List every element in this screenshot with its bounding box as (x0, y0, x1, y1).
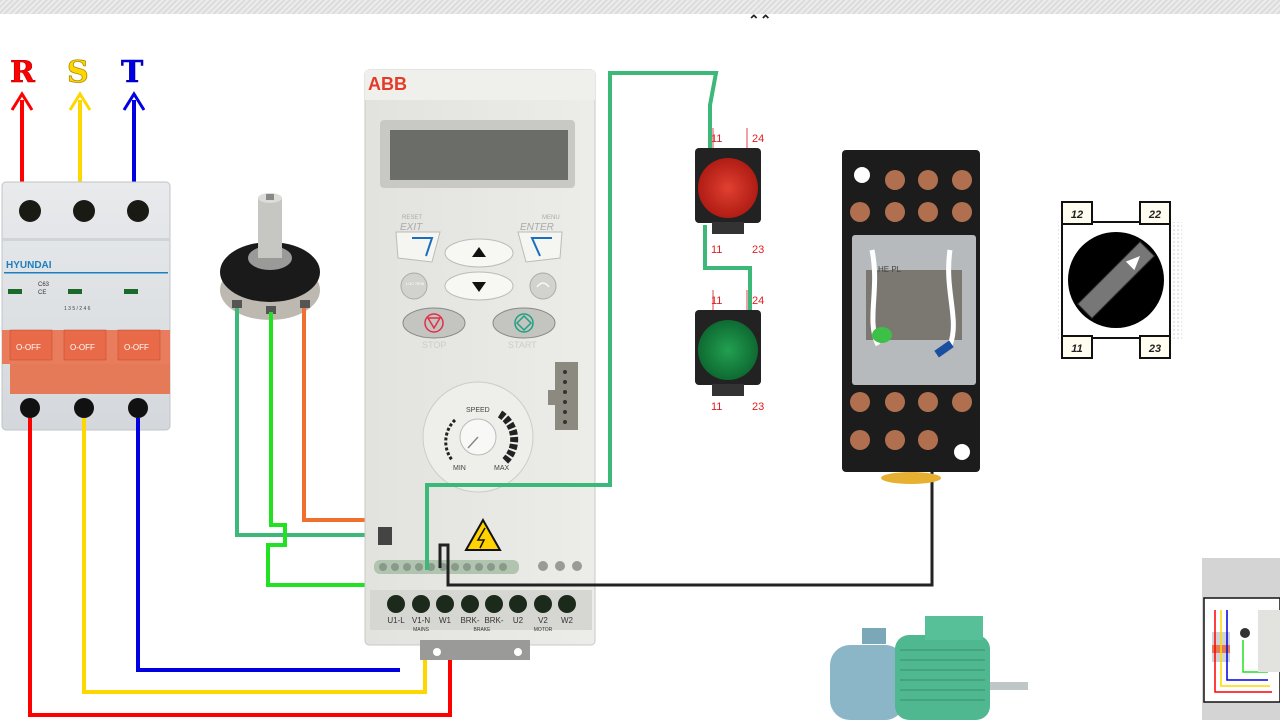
stop-terminal-top-right: 24 (752, 133, 764, 145)
terminal-brk-minus-2: BRK- (484, 616, 503, 625)
green-start-button-cap (698, 320, 758, 380)
abb-logo: ABB (368, 74, 407, 94)
phase-t-label: T (121, 55, 144, 90)
switch-label-1: O-OFF (16, 343, 41, 352)
terminal-w2: W2 (561, 616, 574, 625)
enter-label: ENTER (520, 222, 554, 233)
terminal-v1-n: V1-N (412, 616, 430, 625)
relay-with-socket[interactable]: HE PL (842, 150, 980, 484)
selector-pointer-arrow-icon (1125, 255, 1141, 271)
start-pushbutton[interactable]: 11 24 11 23 (695, 290, 764, 413)
selector-switch[interactable]: 12 22 11 23 (1058, 201, 1182, 359)
stop-terminal-top-left: 11 (711, 133, 722, 145)
phase-s: S (67, 55, 92, 185)
terminal-screw-icon (128, 398, 148, 418)
selector-terminal-11: 11 (1071, 343, 1082, 355)
speed-dial-title: SPEED (466, 407, 490, 414)
speed-max-label: MAX (494, 465, 510, 472)
wire-black-relay (438, 470, 934, 587)
direction-button[interactable] (529, 272, 557, 300)
brake-group-label: BRAKE (474, 627, 492, 633)
breaker-rating: C63 (38, 282, 50, 288)
wire-blue-l3 (136, 418, 400, 672)
exit-button[interactable] (395, 231, 441, 263)
start-terminal-bottom-right: 23 (752, 401, 764, 413)
relay-status-led (872, 327, 892, 343)
lcd-display (390, 130, 568, 180)
video-thumbnail-preview[interactable] (1202, 558, 1280, 720)
phase-r: R (10, 55, 36, 185)
collapse-chevron-icon[interactable]: ⌃⌃ (748, 12, 772, 28)
enter-button[interactable] (517, 231, 563, 263)
speed-min-label: MIN (453, 465, 466, 472)
reset-label: RESET (402, 215, 422, 221)
selector-handle (1077, 241, 1155, 319)
switch-label-3: O-OFF (124, 343, 149, 352)
loc-rem-label: LOC REM (406, 281, 424, 286)
abb-drive[interactable]: ABB RESET EXIT MENU ENTER LOC REM STOP S… (364, 69, 596, 660)
stop-terminal-bottom-left: 11 (711, 244, 722, 256)
start-terminal-top-left: 11 (711, 295, 722, 307)
up-arrow-icon (10, 91, 34, 111)
electric-motor (830, 616, 1028, 720)
terminal-screw-icon (19, 200, 41, 222)
up-triangle-icon (472, 247, 486, 257)
dip-switch (378, 527, 392, 545)
wire-green-control (425, 71, 719, 570)
terminal-v2: V2 (538, 616, 548, 625)
mounting-bracket (420, 640, 530, 660)
breaker-brand: HYUNDAI (6, 260, 52, 271)
phase-t: T (121, 55, 146, 185)
motor-group-label: MOTOR (534, 627, 553, 633)
panel-connector-port (548, 362, 578, 430)
terminal-screw-icon (74, 398, 94, 418)
up-arrow-icon (122, 91, 146, 111)
terminal-u1-l: U1-L (387, 616, 405, 625)
high-voltage-warning-icon (464, 517, 502, 551)
stop-icon (426, 317, 442, 330)
stop-terminal-bottom-right: 23 (752, 244, 764, 256)
stop-label: STOP (422, 340, 446, 350)
selector-terminal-12: 12 (1071, 209, 1083, 221)
exit-label: EXIT (400, 222, 423, 233)
circuit-breaker[interactable]: HYUNDAI C63 CE 1 3 5 / 2 4 6 O-OFF O-OFF… (1, 181, 171, 431)
loc-rem-button[interactable] (400, 272, 428, 300)
terminal-u2: U2 (513, 616, 524, 625)
top-toolbar-strip (0, 0, 1280, 14)
phase-r-label: R (10, 55, 36, 90)
motor-shaft (990, 682, 1028, 690)
wire-green-stop-to-start (703, 225, 752, 310)
start-terminal-top-right: 24 (752, 295, 764, 307)
relay-model-label: HE PL (878, 265, 902, 274)
red-stop-button-cap (698, 158, 758, 218)
breaker-ce: CE (38, 290, 46, 296)
down-triangle-icon (472, 282, 486, 292)
exit-key-glyph-icon (412, 237, 434, 257)
switch-label-2: O-OFF (70, 343, 95, 352)
mains-group-label: MAINS (413, 627, 430, 633)
start-button[interactable] (492, 307, 556, 339)
terminal-w1: W1 (439, 616, 452, 625)
phase-s-label: S (67, 55, 89, 90)
stop-pushbutton[interactable]: 11 24 11 23 (695, 128, 764, 256)
terminal-brk-minus-1: BRK- (460, 616, 479, 625)
start-label: START (508, 340, 537, 350)
up-arrow-icon (68, 91, 92, 111)
start-terminal-bottom-left: 11 (711, 401, 722, 413)
menu-label: MENU (542, 215, 560, 221)
selector-terminal-22: 22 (1148, 209, 1161, 221)
terminal-screw-icon (73, 200, 95, 222)
stop-button[interactable] (402, 307, 466, 339)
direction-arc-icon (536, 282, 550, 288)
potentiometer[interactable] (220, 193, 320, 320)
terminal-screw-icon (127, 200, 149, 222)
selector-terminal-23: 23 (1148, 343, 1161, 355)
start-icon (515, 314, 533, 332)
breaker-terminal-marks: 1 3 5 / 2 4 6 (64, 306, 91, 312)
enter-key-glyph-icon (530, 237, 552, 257)
terminal-screw-icon (20, 398, 40, 418)
